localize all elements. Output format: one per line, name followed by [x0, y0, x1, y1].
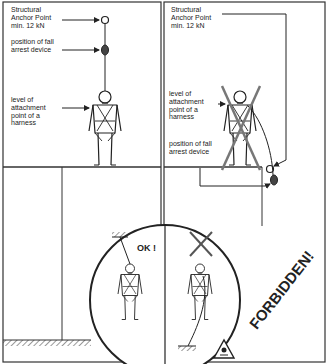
anchor-point [102, 17, 109, 24]
forbidden-watermark: FORBIDDEN! [246, 247, 318, 333]
callout-label: Structural Anchor Point min. 12 kN [170, 6, 222, 29]
callout-label: position of fall arrest device [168, 140, 218, 156]
warning-sign [214, 340, 234, 358]
cross-mark [222, 86, 260, 170]
fall-arrest-device [271, 175, 278, 185]
callout-label: position of fall arrest device [10, 38, 62, 54]
callout-label: level of attachment point of a harness [168, 90, 218, 121]
callout-label: Structural Anchor Point min. 12 kN [10, 6, 62, 29]
detail-circle [90, 225, 240, 364]
ok-mark: OK ! [136, 243, 157, 253]
callout-label: level of attachment point of a harness [10, 96, 62, 127]
fall-arrest-device [102, 45, 109, 55]
